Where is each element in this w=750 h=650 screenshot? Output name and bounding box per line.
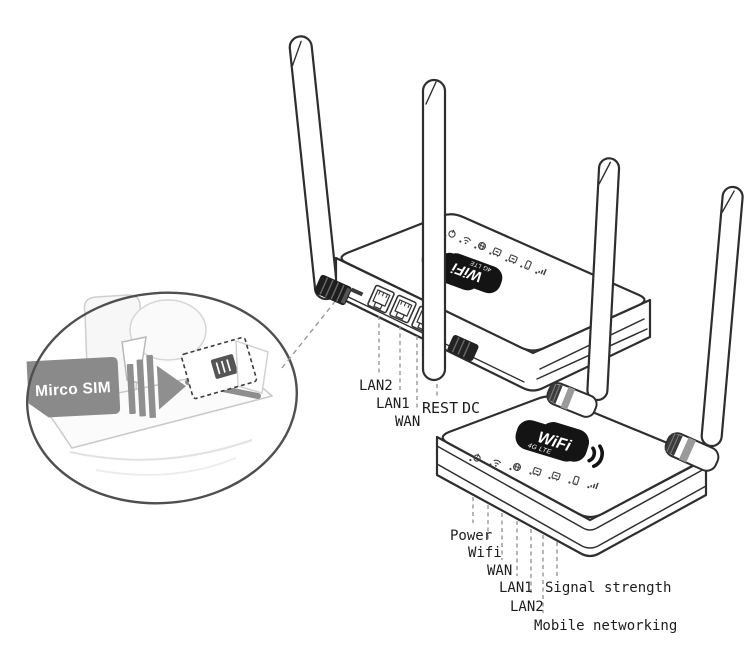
- router2-antenna-left: [586, 157, 621, 402]
- sim-card-label: Mirco SIM: [35, 379, 112, 400]
- insert-arrow-icon: [126, 354, 186, 419]
- router2-antenna-right: [700, 185, 744, 448]
- label-wan: WAN: [395, 414, 420, 430]
- inset-pointer-line: [281, 298, 338, 369]
- label-rest: REST: [422, 399, 458, 417]
- inset-housing-lip: [235, 340, 269, 394]
- sim-card-graphic: Mirco SIM: [26, 357, 121, 418]
- label-power: Power: [450, 528, 492, 544]
- label-wifi: Wifi: [468, 545, 502, 561]
- router1-antenna-right: [421, 78, 447, 382]
- router2-wifi-4g-logo: WiFi 4G LTE: [515, 420, 604, 469]
- leader-lines: [378, 316, 558, 613]
- label-mobile: Mobile networking: [534, 618, 677, 634]
- label-dc: DC: [462, 399, 480, 417]
- label-lan1: LAN1: [376, 396, 410, 412]
- router1-antenna-connector-right: [447, 335, 479, 361]
- label-lan1: LAN1: [499, 580, 533, 596]
- sim-inset-callout: Mirco SIM: [26, 291, 298, 505]
- router2-body: WiFi 4G LTE: [435, 382, 720, 558]
- front-led-labels: Power Wifi WAN LAN1 LAN2 Signal strength…: [450, 528, 677, 634]
- label-wan: WAN: [487, 563, 512, 579]
- router1-antenna-left: [288, 35, 339, 301]
- magnifier-circle: [26, 291, 298, 505]
- label-lan2: LAN2: [510, 599, 544, 615]
- router1-antenna-connector-left: [314, 274, 352, 306]
- back-panel-labels: LAN2 LAN1 WAN REST DC: [359, 378, 480, 430]
- router2-antenna-connector-right: [664, 432, 720, 472]
- router1-body: WiFi 4G LTE: [314, 213, 652, 392]
- label-lan2: LAN2: [359, 378, 393, 394]
- router1-wifi-4g-logo: WiFi 4G LTE: [421, 246, 503, 294]
- label-signal: Signal strength: [545, 580, 671, 596]
- router1-sim-slot: [350, 287, 364, 297]
- sim-contact-chip-icon: [210, 354, 238, 379]
- router2-antenna-connector-left: [546, 382, 598, 418]
